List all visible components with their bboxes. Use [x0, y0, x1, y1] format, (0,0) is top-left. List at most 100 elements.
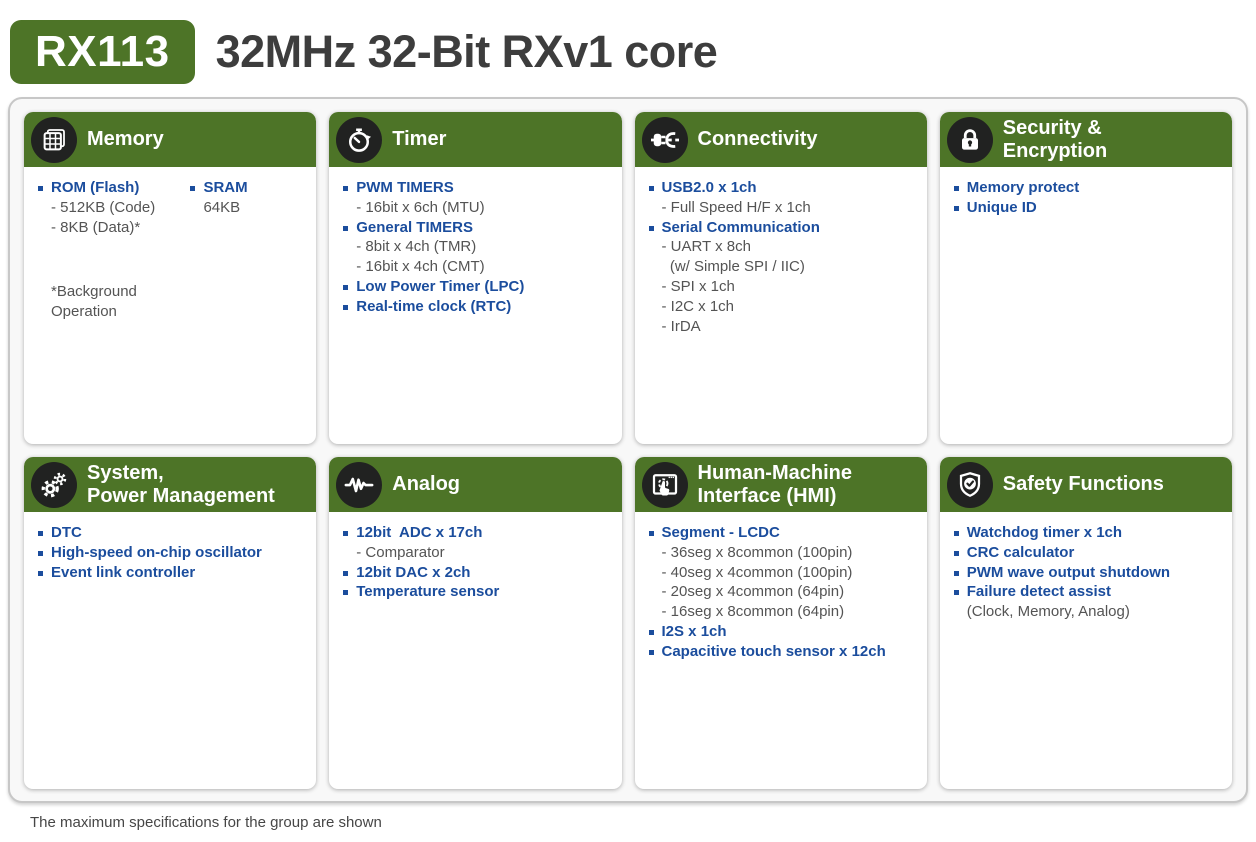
- card-title: Security &Encryption: [1003, 117, 1107, 162]
- card-header: Security &Encryption: [939, 112, 1232, 167]
- feature-label: Unique ID: [966, 198, 1037, 216]
- touch-screen-icon: [641, 461, 688, 508]
- feature-label: PWM TIMERS: [356, 179, 454, 196]
- feature-label: DTC: [51, 524, 82, 541]
- detail-item: (w/ Simple SPI / IIC): [661, 258, 805, 276]
- feature-item: Low Power Timer (LPC): [341, 277, 613, 297]
- feature-item: PWM TIMERS: [341, 178, 613, 198]
- bullet-square-icon: [343, 225, 349, 231]
- card-columns: ROM (Flash)- 512KB (Code)- 8KB (Data)**B…: [36, 178, 308, 322]
- stopwatch-icon: [336, 116, 383, 163]
- card-title-line: Interface (HMI): [697, 484, 837, 507]
- footnote: The maximum specifications for the group…: [30, 814, 382, 831]
- feature-panel: Memory ROM (Flash)- 512KB (Code)- 8KB (D…: [8, 97, 1248, 803]
- card-title: System,Power Management: [87, 462, 275, 507]
- card-header: Memory: [24, 112, 317, 167]
- bullet-square-icon: [343, 590, 349, 596]
- product-badge-label: RX113: [35, 27, 170, 76]
- card-body: PWM TIMERS- 16bit x 6ch (MTU)General TIM…: [329, 167, 621, 317]
- feature-item: 12bit ADC x 17ch: [341, 523, 613, 543]
- feature-item: Capacitive touch sensor x 12ch: [647, 642, 919, 662]
- card-memory: Memory ROM (Flash)- 512KB (Code)- 8KB (D…: [24, 112, 317, 444]
- feature-label: 12bit DAC x 2ch: [356, 563, 471, 581]
- bullet-square-icon: [190, 186, 196, 191]
- feature-item: General TIMERS: [341, 218, 613, 238]
- card-title-line: System,: [87, 462, 164, 485]
- bullet-square-icon: [38, 186, 43, 191]
- spacer: [36, 237, 188, 282]
- bullet-square-icon: [953, 570, 959, 576]
- feature-item: ROM (Flash): [36, 178, 188, 198]
- feature-item: Real-time clock (RTC): [341, 297, 613, 317]
- detail-item: - 512KB (Code): [51, 198, 156, 216]
- bullet-square-icon: [953, 590, 959, 596]
- card-title: Memory: [87, 128, 164, 150]
- card-body: 12bit ADC x 17ch - Comparator 12bit DAC x …: [329, 512, 621, 602]
- bullet-square-icon: [648, 629, 654, 635]
- card-title: Safety Functions: [1003, 473, 1164, 495]
- bullet-square-icon: [648, 531, 654, 536]
- card-header: Safety Functions: [939, 457, 1232, 512]
- feature-label: Segment - LCDC: [661, 524, 780, 541]
- bullet-square-icon: [38, 550, 43, 556]
- feature-label: I2S x 1ch: [661, 622, 727, 640]
- card-column: 12bit ADC x 17ch - Comparator 12bit DAC x …: [341, 523, 613, 602]
- note-item: *Background Operation: [51, 283, 142, 321]
- detail-item: - 20seg x 4common (64pin): [661, 583, 845, 601]
- feature-item: Segment - LCDC: [647, 523, 919, 543]
- lock-icon: [946, 116, 993, 163]
- feature-item: PWM wave output shutdown: [952, 563, 1224, 583]
- card-columns: Segment - LCDC- 36seg x 8common (100pin)…: [647, 523, 919, 662]
- feature-label: General TIMERS: [356, 218, 473, 236]
- card-body: ROM (Flash)- 512KB (Code)- 8KB (Data)**B…: [24, 167, 316, 322]
- feature-item: Temperature sensor: [341, 582, 613, 602]
- bullet-square-icon: [343, 570, 349, 576]
- bullet-square-icon: [648, 186, 654, 191]
- shield-check-icon: [946, 461, 993, 508]
- detail-item: - 40seg x 4common (100pin): [661, 563, 853, 581]
- feature-label: Failure detect assist: [966, 583, 1111, 601]
- feature-label: SRAM: [203, 179, 248, 196]
- detail-item: - IrDA: [661, 317, 701, 335]
- detail-item: - SPI x 1ch: [661, 277, 735, 295]
- detail-item: - Comparator: [356, 543, 445, 561]
- feature-item: Unique ID: [952, 198, 1224, 218]
- card-title: Timer: [392, 128, 446, 150]
- card-title: Connectivity: [698, 128, 818, 150]
- detail-item: - Full Speed H/F x 1ch: [661, 198, 811, 216]
- feature-item: DTC: [36, 523, 308, 543]
- card-connectivity: Connectivity USB2.0 x 1ch- Full Speed H/…: [634, 112, 927, 444]
- detail-item: - UART x 8ch: [661, 238, 751, 256]
- page-header: RX113 32MHz 32-Bit RXv1 core: [0, 0, 1256, 91]
- detail-item: - I2C x 1ch: [661, 297, 735, 315]
- feature-item: USB2.0 x 1ch: [647, 178, 919, 198]
- bullet-square-icon: [953, 205, 959, 211]
- feature-label: PWM wave output shutdown: [966, 563, 1171, 581]
- feature-label: 12bit ADC x 17ch: [356, 524, 483, 541]
- feature-item: I2S x 1ch: [647, 622, 919, 642]
- feature-label: Capacitive touch sensor x 12ch: [661, 642, 886, 660]
- feature-label: Watchdog timer x 1ch: [966, 524, 1123, 541]
- bullet-square-icon: [343, 304, 349, 310]
- card-timer: Timer PWM TIMERS- 16bit x 6ch (MTU)Gener…: [329, 112, 622, 444]
- card-title-line: Power Management: [87, 484, 275, 507]
- gears-icon: [31, 461, 77, 508]
- feature-item: Memory protect: [952, 178, 1224, 198]
- feature-grid: Memory ROM (Flash)- 512KB (Code)- 8KB (D…: [24, 112, 1232, 789]
